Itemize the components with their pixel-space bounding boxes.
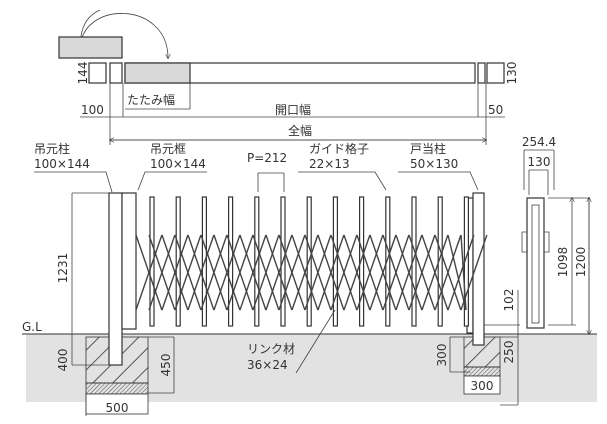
- dim-1098: 1098: [556, 247, 570, 278]
- link-member: [135, 234, 163, 311]
- stop-post-plan: [486, 62, 505, 84]
- link-member: [382, 234, 410, 311]
- link-member: [317, 234, 345, 311]
- guide-lattice-name: ガイド格子: [309, 141, 369, 156]
- dim-100: 100: [81, 103, 104, 117]
- link-member: [434, 234, 462, 311]
- dim-400: 400: [56, 349, 70, 372]
- opening-width-label: 開口幅: [275, 102, 311, 117]
- dim-250: 250: [502, 341, 516, 364]
- stop-post-name: 戸当柱: [410, 141, 446, 156]
- guide-lattice-size: 22×13: [309, 157, 350, 171]
- guide-bar: [359, 196, 365, 327]
- stop-post-size: 50×130: [410, 157, 458, 171]
- hinge-post-name: 吊元柱: [34, 141, 70, 156]
- dim-1231: 1231: [56, 253, 70, 284]
- link-member: [278, 234, 306, 311]
- dim-300-embed: 300: [435, 344, 449, 367]
- guide-bar: [385, 196, 391, 327]
- fold-width-label: たたみ幅: [127, 92, 175, 107]
- stop-post: [472, 192, 485, 346]
- link-member: [304, 234, 332, 311]
- gate-side-profile: [526, 197, 545, 329]
- dim-254-4: 254.4: [522, 135, 556, 149]
- folded-gate-plan: [124, 62, 191, 84]
- link-member: [148, 234, 176, 311]
- dim-50: 50: [488, 103, 503, 117]
- link-member: [447, 234, 467, 311]
- elevation-view: 吊元柱 100×144 吊元框 100×144 P=212 ガイド格子 22×1…: [22, 141, 597, 416]
- link-member: [213, 234, 241, 311]
- dim-1200: 1200: [574, 247, 588, 278]
- link-member: [187, 234, 215, 311]
- dim-450: 450: [159, 354, 173, 377]
- side-view: 254.4 130 1098 1200: [521, 135, 590, 334]
- hinge-post-size: 100×144: [34, 157, 90, 171]
- total-width-label: 全幅: [288, 123, 312, 138]
- ground-level-label: G.L: [22, 320, 42, 334]
- link-member: [343, 234, 371, 311]
- link-member: [447, 234, 475, 311]
- dim-500: 500: [106, 401, 129, 415]
- pitch-label: P=212: [247, 151, 287, 165]
- link-name: リンク材: [247, 342, 295, 356]
- dim-130: 130: [505, 62, 519, 85]
- hinge-frame: [121, 192, 137, 330]
- hinge-frame-name: 吊元框: [150, 142, 186, 156]
- link-member: [239, 234, 267, 311]
- link-member: [395, 234, 423, 311]
- link-lattice: [135, 234, 488, 311]
- link-member: [174, 234, 202, 311]
- folded-gate-swing: [58, 36, 123, 59]
- hinge-post-plan: [88, 62, 107, 84]
- link-member: [291, 234, 319, 311]
- link-member: [460, 234, 488, 311]
- link-member: [252, 234, 280, 311]
- hinge-frame-size: 100×144: [150, 157, 206, 171]
- link-member: [330, 234, 358, 311]
- link-member: [421, 234, 449, 311]
- link-member: [369, 234, 397, 311]
- plan-view: 144 130 たたみ幅 100 開口幅 50 全幅: [58, 9, 519, 145]
- swing-arc: [79, 13, 168, 58]
- dim-130-side: 130: [528, 155, 551, 169]
- link-member: [408, 234, 436, 311]
- link-member: [226, 234, 254, 311]
- link-member: [200, 234, 228, 311]
- dim-102: 102: [502, 289, 516, 312]
- hinge-post: [108, 192, 123, 366]
- link-size: 36×24: [247, 358, 288, 372]
- dim-300-width: 300: [471, 379, 494, 393]
- link-member: [356, 234, 384, 311]
- link-member: [161, 234, 189, 311]
- link-member: [265, 234, 293, 311]
- dim-144: 144: [76, 62, 90, 85]
